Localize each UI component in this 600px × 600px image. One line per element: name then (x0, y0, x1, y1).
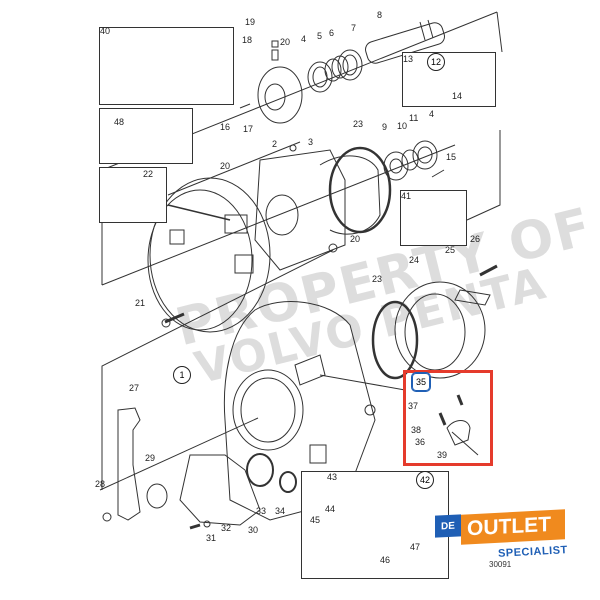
part-label-16: 16 (220, 122, 231, 132)
part-label-9: 9 (382, 122, 388, 132)
part-label-6: 6 (329, 28, 335, 38)
part-label-24: 24 (409, 255, 420, 265)
part-label-45: 45 (310, 515, 321, 525)
part-label-21: 21 (135, 298, 146, 308)
part-label-33: 33 (256, 506, 267, 516)
part-label-48: 48 (114, 117, 125, 127)
part-label-28: 28 (95, 479, 106, 489)
part-label-43: 43 (327, 472, 338, 482)
part-label-15: 15 (446, 152, 457, 162)
figure-number: 30091 (489, 560, 512, 569)
part-label-30: 30 (248, 525, 259, 535)
part-label-23: 23 (372, 274, 383, 284)
part-label-42: 42 (416, 471, 434, 489)
part-label-27: 27 (129, 383, 140, 393)
inset-box-41 (400, 190, 467, 246)
part-label-5: 5 (317, 31, 323, 41)
part-label-11: 11 (409, 113, 419, 123)
part-label-36: 36 (415, 437, 426, 447)
part-label-37: 37 (408, 401, 419, 411)
part-label-23: 23 (353, 119, 364, 129)
logo-de: DE (435, 514, 461, 538)
part-label-17: 17 (243, 124, 254, 134)
highlighted-part-box-35[interactable] (403, 370, 493, 466)
part-label-1: 1 (173, 366, 191, 384)
part-label-29: 29 (145, 453, 156, 463)
part-label-14: 14 (452, 91, 463, 101)
part-label-39: 39 (437, 450, 448, 460)
part-label-4: 4 (301, 34, 307, 44)
inset-box-22 (99, 167, 167, 223)
part-label-2: 2 (272, 139, 278, 149)
part-label-3: 3 (308, 137, 314, 147)
inset-box-42 (301, 471, 449, 579)
inset-box-48 (99, 108, 193, 164)
part-label-20: 20 (280, 37, 291, 47)
part-label-31: 31 (206, 533, 217, 543)
part-label-26: 26 (470, 234, 481, 244)
part-label-20: 20 (350, 234, 361, 244)
part-label-18: 18 (242, 35, 253, 45)
part-label-46: 46 (380, 555, 391, 565)
logo-outlet: OUTLET (461, 509, 565, 545)
part-label-4: 4 (429, 109, 435, 119)
part-label-32: 32 (221, 523, 232, 533)
part-label-41: 41 (401, 191, 412, 201)
part-label-40: 40 (100, 26, 111, 36)
part-label-44: 44 (325, 504, 336, 514)
part-label-38: 38 (411, 425, 422, 435)
part-label-25: 25 (445, 245, 456, 255)
part-label-47: 47 (410, 542, 421, 552)
logo-outlet-text: OUTLET (467, 513, 551, 541)
part-label-10: 10 (397, 121, 408, 131)
inset-box-12 (402, 52, 496, 107)
part-label-22: 22 (143, 169, 154, 179)
part-label-20: 20 (220, 161, 231, 171)
part-label-12: 12 (427, 53, 445, 71)
part-label-13: 13 (403, 54, 414, 64)
inset-box-40 (99, 27, 234, 105)
part-label-8: 8 (377, 10, 383, 20)
part-label-35: 35 (411, 372, 431, 392)
part-label-7: 7 (351, 23, 357, 33)
part-label-19: 19 (245, 17, 256, 27)
part-label-34: 34 (275, 506, 286, 516)
